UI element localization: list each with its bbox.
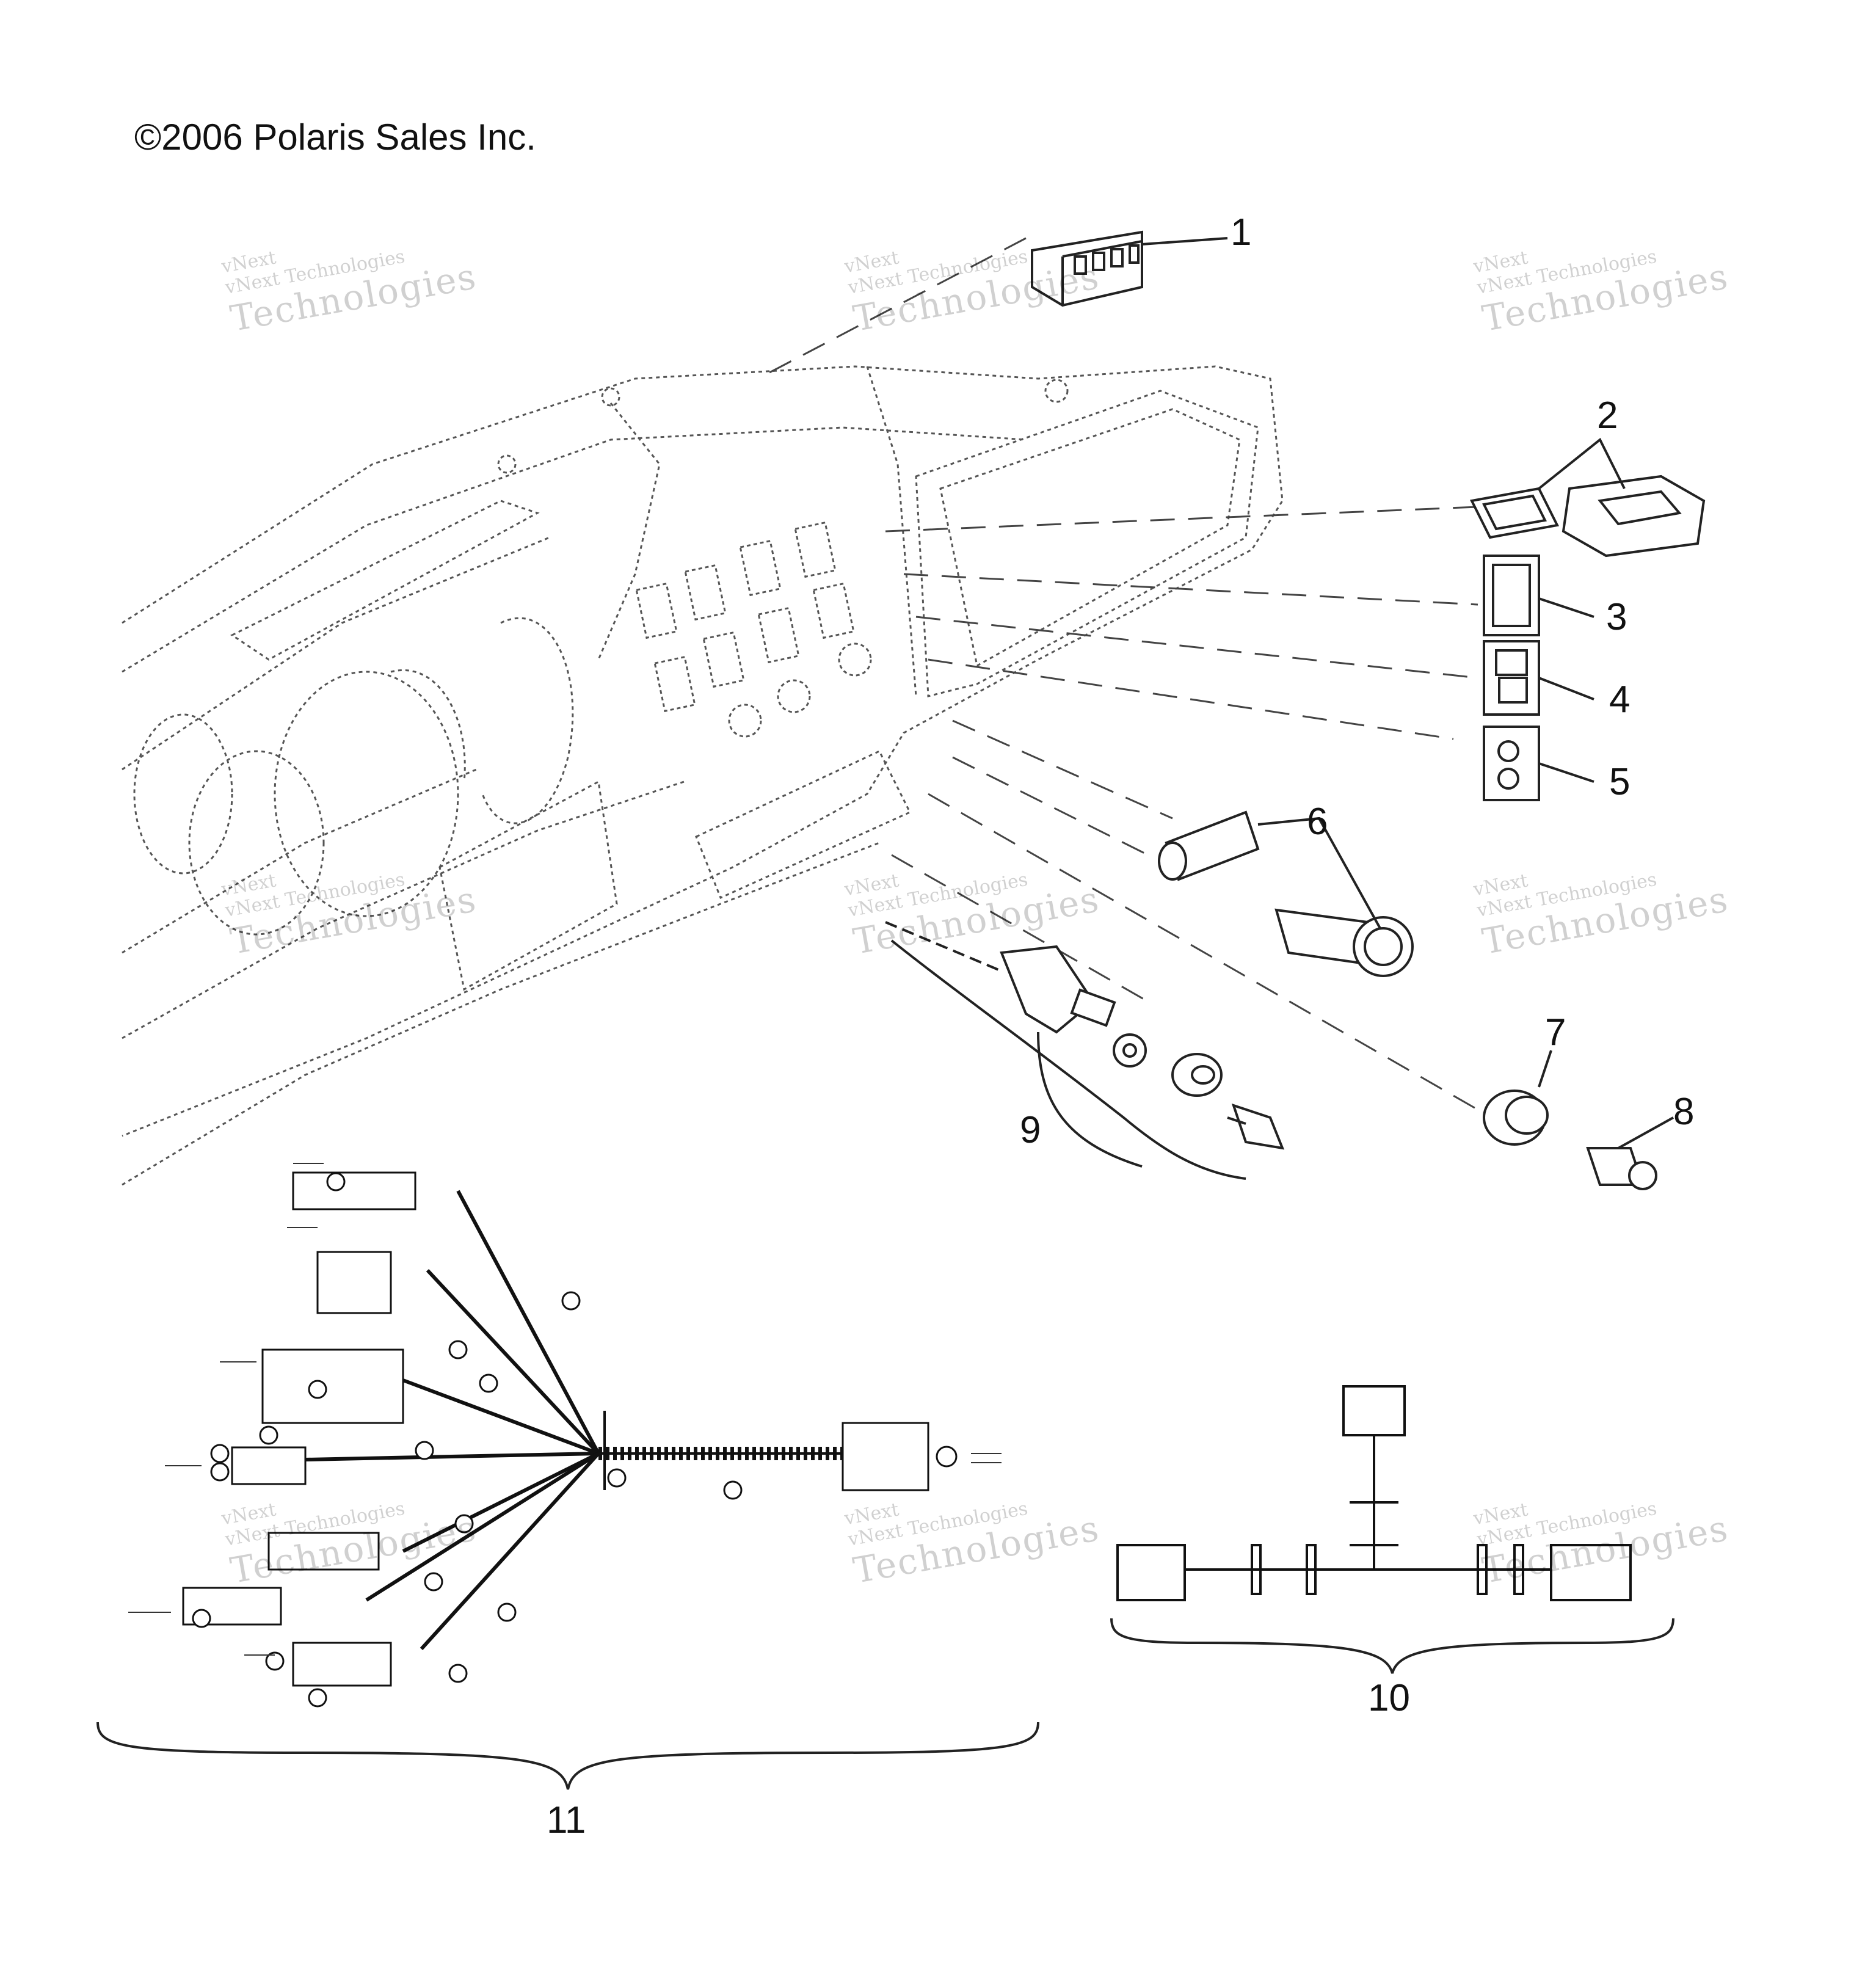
callout-5[interactable]: 5 [1609,761,1631,803]
part-5-switch [1483,726,1594,801]
part-2-bezel [1470,437,1706,558]
part-9-ignition-switch [885,921,1285,1180]
callout-2[interactable]: 2 [1597,395,1618,437]
callout-9[interactable]: 9 [1020,1109,1041,1151]
part-1-connector [1031,230,1228,307]
callout-10[interactable]: 10 [1368,1677,1410,1719]
dashboard-switch-slots [497,379,1069,738]
callout-8[interactable]: 8 [1673,1091,1695,1133]
part-3-switch-plate [1483,555,1594,636]
copyright-notice: ©2006 Polaris Sales Inc. [134,117,536,158]
part-10-sub-harness [1116,1385,1632,1601]
callout-4[interactable]: 4 [1609,679,1631,721]
part-4-rocker-switch [1483,640,1594,716]
part-11-wire-harness [128,1163,1002,1708]
callout-11[interactable]: 11 [547,1799,586,1841]
group-brackets [96,1618,1674,1790]
part-7-grommet [1483,1050,1552,1146]
callout-7[interactable]: 7 [1545,1011,1566,1053]
leader-dashed-lines [769,237,1503,1125]
part-6-power-point [1158,810,1414,977]
callout-leaders [1538,597,1594,618]
dashboard-outline [122,365,1284,1186]
callout-1[interactable]: 1 [1231,211,1252,253]
part-8-plug [1586,1116,1674,1190]
callout-3[interactable]: 3 [1606,596,1627,638]
callout-6[interactable]: 6 [1307,801,1328,843]
